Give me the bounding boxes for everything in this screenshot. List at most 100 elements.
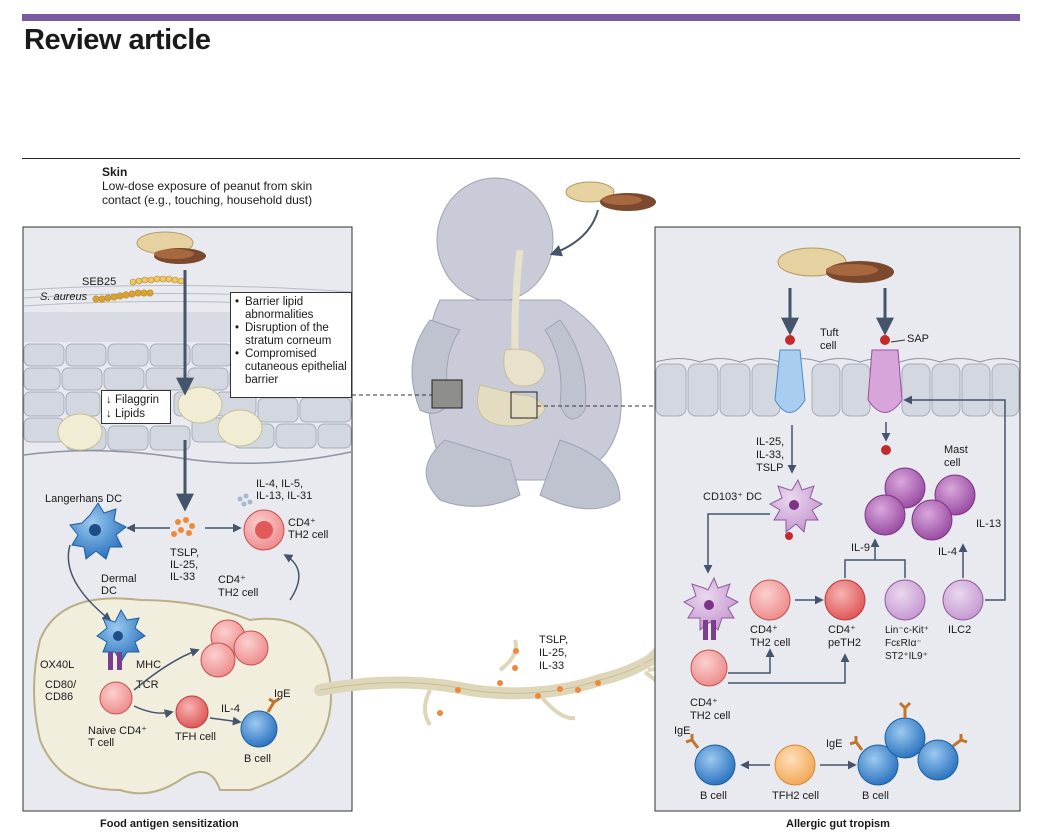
ilc2-label: ILC2 xyxy=(948,624,971,636)
il13-arrow xyxy=(903,395,1006,601)
tfh-to-b-arrow xyxy=(209,716,242,726)
tcr-stalk xyxy=(117,652,122,670)
nerve-outline xyxy=(319,649,666,694)
lin-label-3: ST2⁺IL9⁺ xyxy=(885,651,928,662)
baby-illustration xyxy=(411,177,622,510)
ige-label-left: IgE xyxy=(274,688,291,700)
il4-label-gut: IL-4 xyxy=(938,546,957,558)
cd80-label-1: CD80/ xyxy=(45,679,77,691)
dermal-label-2: DC xyxy=(101,585,117,597)
tcr-label: TCR xyxy=(136,679,159,691)
tslp-label-1: TSLP, xyxy=(170,547,199,559)
return-arrow xyxy=(283,554,300,601)
th2-cell-gut-2 xyxy=(749,579,791,621)
th2-cluster xyxy=(200,619,269,678)
barrier-callout: Barrier lipid abnormalities Disruption o… xyxy=(230,292,352,398)
gut-zoom-box xyxy=(510,391,538,419)
to-th2-arrow xyxy=(728,648,775,674)
il25-label-2: IL-33, xyxy=(756,449,784,461)
peanut-gut xyxy=(777,247,894,283)
cd4-label-mid: CD4⁺ xyxy=(218,574,246,586)
ige-label-gut-2: IgE xyxy=(826,738,843,750)
naive-to-th2-arrow xyxy=(133,648,200,691)
filaggrin-box: ↓ Filaggrin ↓ Lipids xyxy=(101,390,171,424)
th2-cell-gut xyxy=(690,649,728,687)
langerhans-label: Langerhans DC xyxy=(45,493,122,505)
b-cell-left xyxy=(240,710,278,748)
divider xyxy=(22,158,1020,159)
lin-label-1: Lin⁻c-Kit⁺ xyxy=(885,625,929,636)
il25-label-1: IL-25, xyxy=(756,436,784,448)
mhc-stalk xyxy=(108,652,113,670)
nerve-tslp-3: IL-33 xyxy=(539,660,564,672)
tslp-label-3: IL-33 xyxy=(170,571,195,583)
cd4th2-label-1: CD4⁺ xyxy=(750,624,778,636)
lin-label-2: FcεRIα⁻ xyxy=(885,638,922,649)
b-cell-cluster xyxy=(849,701,968,786)
tslp-cytokines xyxy=(171,517,195,537)
barrier-item-1: Barrier lipid abnormalities xyxy=(235,296,347,322)
accent-bar xyxy=(22,14,1020,21)
bacteria xyxy=(92,275,185,303)
to-peth2-arrow xyxy=(728,653,850,684)
sap-antigen xyxy=(880,335,890,345)
migrate-arrow xyxy=(67,544,112,622)
gut-epithelium xyxy=(655,358,1020,417)
ige-antibody-left xyxy=(266,697,280,713)
tfh2-label: TFH2 cell xyxy=(772,790,819,802)
caption-left: Food antigen sensitization xyxy=(100,818,239,830)
skin-description: Low-dose exposure of peanut from skin co… xyxy=(102,179,313,207)
sap-cell xyxy=(867,349,903,413)
b-cell-gut-1 xyxy=(694,744,736,786)
cd4th2-label-2: TH2 cell xyxy=(750,637,790,649)
naive-label-2: T cell xyxy=(88,737,114,749)
nerve-cytokines xyxy=(437,648,601,716)
cd4-label-top: CD4⁺ xyxy=(288,517,316,529)
pet-label-2: peTH2 xyxy=(828,637,861,649)
lin-cell xyxy=(884,579,926,621)
dc-antigen xyxy=(785,532,793,540)
barrier-item-3: Compromised cutaneous epithelial barrier xyxy=(235,348,347,387)
peanut-left xyxy=(136,231,206,264)
filaggrin-label: ↓ Filaggrin xyxy=(106,394,160,406)
barrier-item-2: Disruption of the stratum corneum xyxy=(235,322,347,348)
peth2-cell xyxy=(824,579,866,621)
tuft-label-1: Tuft xyxy=(820,327,839,339)
apc-dc xyxy=(682,576,740,640)
seb25-label: SEB25 xyxy=(82,276,116,288)
dermal-dc xyxy=(96,608,146,663)
mast-antigen xyxy=(881,445,891,455)
caption-right: Allergic gut tropism xyxy=(786,818,890,830)
mast-label-2: cell xyxy=(944,457,961,469)
tslp-label-2: IL-25, xyxy=(170,559,198,571)
skin-intro: Skin Low-dose exposure of peanut from sk… xyxy=(102,165,332,207)
page-title: Review article xyxy=(24,24,211,56)
skin-heading: Skin xyxy=(102,165,128,179)
bcell-label-gut-2: B cell xyxy=(862,790,889,802)
th2-cell-nucleus xyxy=(255,521,273,539)
th2-label-mid: TH2 cell xyxy=(218,587,258,599)
nerve-tslp-1: TSLP, xyxy=(539,634,568,646)
cd4th2b-label-2: TH2 cell xyxy=(690,710,730,722)
sap-pointer xyxy=(890,339,906,343)
tuft-label-2: cell xyxy=(820,340,837,352)
pet-label-1: CD4⁺ xyxy=(828,624,856,636)
bcell-label-gut-1: B cell xyxy=(700,790,727,802)
th2-label-top: TH2 cell xyxy=(288,529,328,541)
mhc-label: MHC xyxy=(136,659,161,671)
nerve-tslp-2: IL-25, xyxy=(539,647,567,659)
dc-to-apc-arrow xyxy=(703,513,770,574)
il-cytokines xyxy=(237,493,253,507)
ils-label-2: IL-13, IL-31 xyxy=(256,490,312,502)
dermal-label-1: Dermal xyxy=(101,573,136,585)
cd4th2b-label-1: CD4⁺ xyxy=(690,697,718,709)
sap-label: SAP xyxy=(907,333,929,345)
lipids-label: ↓ Lipids xyxy=(106,408,145,420)
tuft-antigen xyxy=(785,335,795,345)
ox40l-label: OX40L xyxy=(40,659,74,671)
il25-label-3: TSLP xyxy=(756,462,784,474)
mast-cells xyxy=(864,467,976,541)
langerhans-dc xyxy=(69,502,127,560)
naive-t-cell xyxy=(99,681,133,715)
